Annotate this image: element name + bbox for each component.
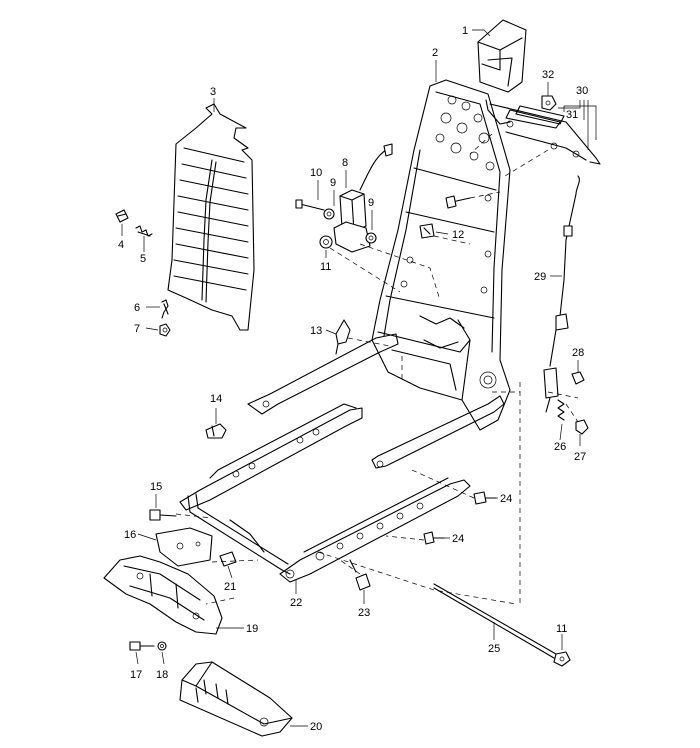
part-29-cable [543, 175, 580, 413]
part-14-clip [205, 423, 227, 439]
part-16-bracket [155, 527, 213, 567]
part-bolt-backrest [445, 195, 471, 209]
callout-12: 12 [452, 229, 464, 241]
callout-27: 27 [574, 451, 586, 463]
callout-19: 19 [246, 623, 258, 635]
callout-8: 8 [342, 157, 348, 169]
part-28-clip [571, 371, 585, 385]
part-30-bracket-assembly [485, 99, 601, 165]
part-20-cover [179, 661, 293, 737]
callout-5: 5 [140, 253, 146, 265]
callout-9-upper: 9 [330, 177, 336, 189]
callout-labels: 1 2 3 4 5 6 7 8 9 9 10 11 11 12 13 14 15… [118, 25, 588, 733]
part-18-washer [157, 641, 167, 651]
callout-15: 15 [150, 481, 162, 493]
part-9-washer-upper [323, 208, 335, 220]
part-17-screw [129, 641, 155, 651]
part-5-spring [135, 225, 153, 237]
part-31-strip [515, 105, 565, 125]
callout-16: 16 [124, 529, 136, 541]
callout-17: 17 [130, 669, 142, 681]
callout-9-lower: 9 [368, 197, 374, 209]
callout-13: 13 [310, 325, 322, 337]
part-32-nut [541, 95, 557, 111]
callout-3: 3 [210, 86, 216, 98]
callout-6: 6 [134, 302, 140, 314]
callout-2: 2 [432, 47, 438, 59]
part-11-nut-lower [553, 651, 571, 667]
part-15-screw [149, 509, 177, 521]
part-23-bolt [349, 559, 371, 591]
part-22-seat-frame [179, 333, 505, 583]
callout-21: 21 [224, 581, 236, 593]
part-12-clip [419, 223, 435, 239]
callout-10: 10 [310, 167, 322, 179]
part-2-backrest-frame [371, 79, 511, 431]
callout-24-lower: 24 [452, 533, 464, 545]
part-8-motor [333, 143, 393, 253]
callout-11-lower: 11 [556, 623, 567, 635]
part-21-clip [219, 551, 237, 567]
part-24-bolt-lower [423, 531, 445, 545]
part-1-cover [477, 19, 527, 93]
part-4-plug [115, 209, 129, 223]
callout-24-upper: 24 [500, 493, 512, 505]
part-11-nut-upper [319, 235, 333, 249]
part-6-clip [161, 299, 169, 319]
callout-14: 14 [210, 393, 222, 405]
callout-25: 25 [488, 643, 500, 655]
part-19-side-shield [103, 555, 223, 635]
callout-4: 4 [118, 239, 124, 251]
callout-18: 18 [156, 669, 168, 681]
callout-7: 7 [134, 323, 140, 335]
callout-29: 29 [534, 271, 546, 283]
callout-11-upper: 11 [320, 261, 331, 273]
part-13-clamp [335, 319, 351, 355]
part-26-spring [557, 399, 565, 421]
part-10-bolt [295, 199, 325, 211]
callout-30: 30 [576, 85, 588, 97]
callout-1: 1 [462, 25, 468, 37]
part-9-washer-lower [365, 232, 377, 244]
part-7-nut [159, 323, 171, 337]
part-3-backrest-wire-mat [167, 103, 255, 331]
callout-26: 26 [554, 441, 566, 453]
leader-lines [121, 29, 597, 727]
callout-20: 20 [310, 721, 322, 733]
callout-31: 31 [566, 109, 578, 121]
dashed-guides [175, 133, 579, 605]
callout-22: 22 [290, 597, 302, 609]
part-27-pin [575, 419, 589, 435]
callout-28: 28 [572, 347, 584, 359]
callout-23: 23 [358, 607, 370, 619]
callout-32: 32 [542, 69, 554, 81]
